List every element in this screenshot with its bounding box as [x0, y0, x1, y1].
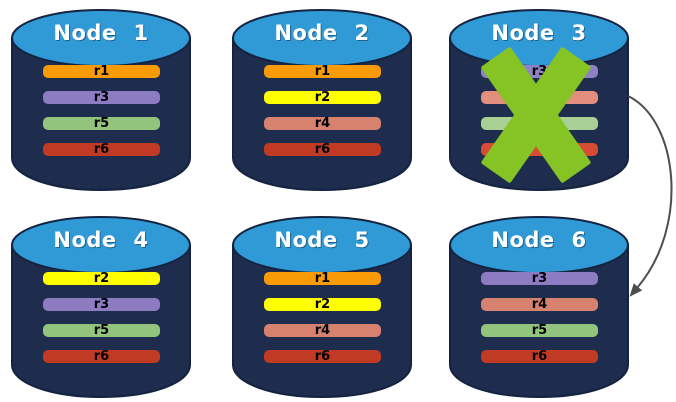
arrow-curve	[627, 95, 673, 297]
replica-bar: r3	[43, 298, 160, 311]
replica-bar: r5	[481, 324, 598, 337]
replica-label: r6	[314, 142, 331, 157]
node-5: Node 5 r1 r2 r4 r6	[231, 215, 413, 399]
replica-label: r4	[531, 297, 548, 312]
replica-label: r5	[93, 116, 110, 131]
replica-bar: r3	[481, 272, 598, 285]
replica-label: r4	[314, 323, 331, 338]
replica-label: r6	[93, 349, 110, 364]
replica-label: r1	[314, 64, 331, 79]
node-1: Node 1 r1 r3 r5 r6	[10, 8, 192, 192]
node-title: Node 4	[53, 228, 149, 252]
node-3: Node 3 r3	[448, 8, 630, 192]
node-title: Node 5	[274, 228, 370, 252]
replica-bar: r5	[43, 117, 160, 130]
replica-label: r5	[93, 323, 110, 338]
replica-bar	[481, 143, 598, 156]
replica-label: r3	[531, 64, 548, 79]
replica-label: r3	[93, 297, 110, 312]
replica-bar: r6	[43, 143, 160, 156]
replica-label: r5	[531, 323, 548, 338]
replica-label: r1	[93, 64, 110, 79]
replica-label: r4	[314, 116, 331, 131]
replica-list: r2 r3 r5 r6	[43, 272, 160, 376]
node-title: Node 1	[53, 21, 149, 45]
replica-bar: r2	[264, 298, 381, 311]
replica-bar: r6	[481, 350, 598, 363]
replica-bar: r2	[43, 272, 160, 285]
replica-bar	[481, 117, 598, 130]
replica-bar: r1	[264, 272, 381, 285]
replica-label: r3	[93, 90, 110, 105]
replica-label: r6	[314, 349, 331, 364]
replica-label: r6	[531, 349, 548, 364]
replica-label: r1	[314, 271, 331, 286]
node-title: Node 6	[491, 228, 587, 252]
replica-bar: r6	[264, 350, 381, 363]
node-4: Node 4 r2 r3 r5 r6	[10, 215, 192, 399]
replica-list: r1 r2 r4 r6	[264, 272, 381, 376]
node-6: Node 6 r3 r4 r5 r6	[448, 215, 630, 399]
replica-list: r1 r3 r5 r6	[43, 65, 160, 169]
replica-label: r2	[93, 271, 110, 286]
replica-label: r2	[314, 297, 331, 312]
replica-bar: r6	[43, 350, 160, 363]
replica-label: r3	[531, 271, 548, 286]
replica-bar: r1	[43, 65, 160, 78]
replica-bar: r4	[264, 117, 381, 130]
replica-list: r1 r2 r4 r6	[264, 65, 381, 169]
replica-bar: r4	[264, 324, 381, 337]
replica-label: r6	[93, 142, 110, 157]
replica-bar: r6	[264, 143, 381, 156]
replica-bar: r4	[481, 298, 598, 311]
replica-bar: r2	[264, 91, 381, 104]
replica-bar: r3	[43, 91, 160, 104]
replica-label: r2	[314, 90, 331, 105]
replica-bar: r1	[264, 65, 381, 78]
replica-bar: r5	[43, 324, 160, 337]
replica-bar: r3	[481, 65, 598, 78]
node-title: Node 2	[274, 21, 370, 45]
node-2: Node 2 r1 r2 r4 r6	[231, 8, 413, 192]
replica-bar	[481, 91, 598, 104]
node-title: Node 3	[491, 21, 587, 45]
replica-list: r3	[481, 65, 598, 169]
replica-list: r3 r4 r5 r6	[481, 272, 598, 376]
